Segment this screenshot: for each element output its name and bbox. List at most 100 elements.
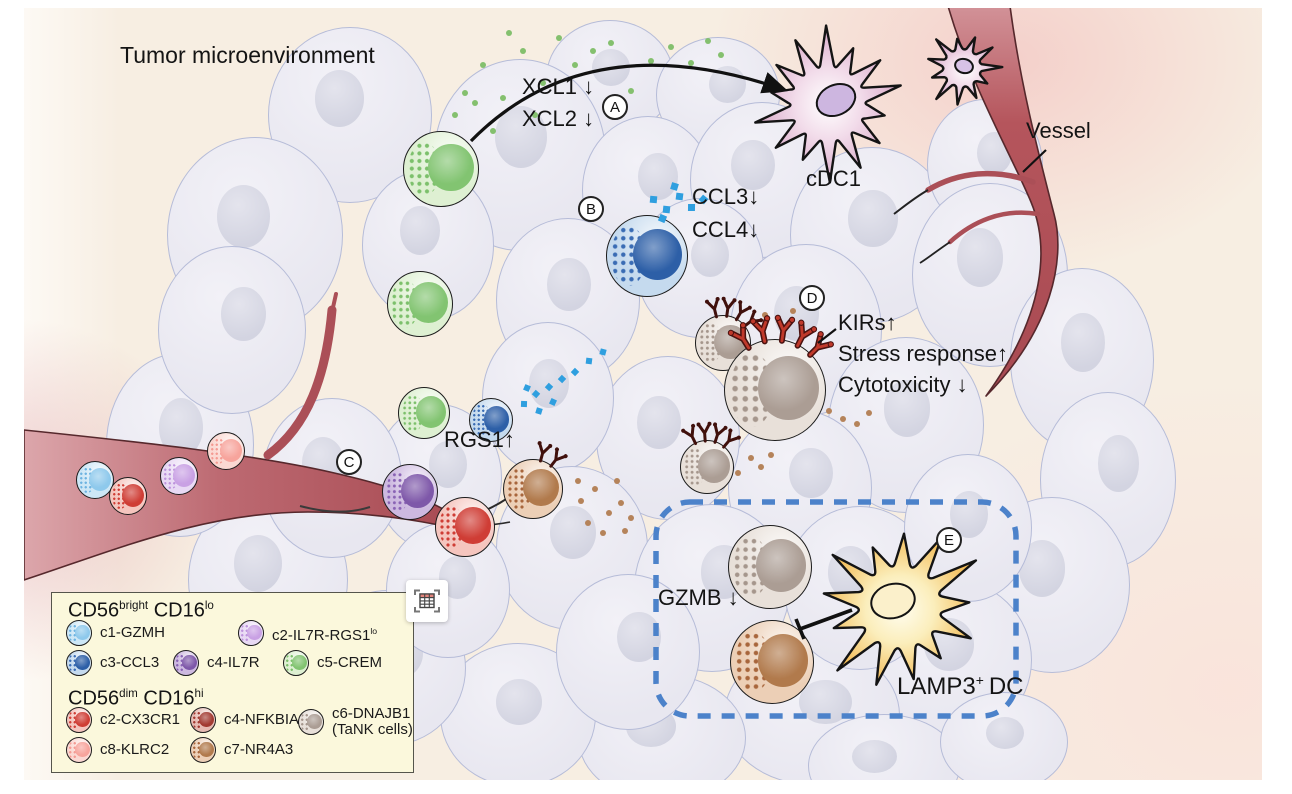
legend-item-label: c1-GZMH — [100, 624, 165, 641]
tumor-cell-nucleus — [851, 739, 898, 774]
tumor-cell-nucleus — [789, 448, 833, 499]
tumor-cell-nucleus — [883, 380, 931, 437]
capillary-line — [299, 505, 371, 513]
cdc1-cell-nucleus — [815, 82, 857, 118]
xcl-chemokine-dots — [705, 38, 711, 44]
granule-release-dots-tank — [826, 408, 832, 414]
nucleus — [74, 741, 90, 758]
nucleus — [74, 624, 90, 641]
nucleus — [455, 507, 491, 545]
nk-cell-c4-il7r — [382, 464, 438, 520]
inhibition-t-bar-cap — [794, 618, 806, 640]
legend-item-label: c6-DNAJB1(TaNK cells) — [332, 705, 413, 738]
nucleus — [88, 467, 111, 491]
text-labels: Tumor microenvironment XCL1 ↓ XCL2 ↓ cDC… — [24, 8, 1262, 780]
tumor-cell-nucleus — [495, 678, 543, 725]
step-marker-a: A — [602, 94, 628, 120]
tumor-cell-nucleus — [690, 232, 730, 278]
legend-item-label: c4-IL7R — [207, 654, 260, 671]
nucleus — [198, 741, 214, 758]
step-marker-c: C — [336, 449, 362, 475]
nucleus — [198, 711, 214, 728]
xcl-chemokine-dots — [480, 62, 486, 68]
kir-receptor-icon — [735, 300, 752, 322]
label-ccl3: CCL3↓ — [692, 184, 760, 209]
label-kirs: KIRs↑ — [838, 310, 897, 335]
granule-release-dots-c7 — [585, 520, 591, 526]
granule-release-dots-c7 — [575, 478, 581, 484]
tumor-cell-nucleus — [985, 717, 1025, 749]
nucleus — [758, 634, 809, 687]
tumor-cell — [940, 692, 1068, 780]
nk-cell-c5-crem — [387, 271, 453, 337]
nk-cell-c6-dnajb1 — [728, 525, 812, 609]
nucleus — [291, 654, 307, 671]
nucleus — [415, 396, 446, 428]
nk-cell-c1-gzmh — [76, 461, 114, 499]
granules — [285, 654, 296, 672]
legend-item-label: c7-NR4A3 — [224, 741, 294, 758]
label-lamp3-dc: LAMP3+DC — [897, 672, 1024, 701]
nucleus — [400, 473, 434, 509]
tumor-cell-nucleus — [848, 190, 898, 247]
kir-receptor-icon — [549, 447, 568, 468]
granules — [68, 624, 79, 642]
nk-cell-c2-cx3cr1 — [109, 477, 147, 515]
xcl-chemokine-dots — [540, 80, 546, 86]
granule-release-dots-tank — [790, 308, 796, 314]
xcl-chemokine-dots — [572, 62, 578, 68]
step-marker-d: D — [799, 285, 825, 311]
xcl-chemokine-dots — [648, 58, 654, 64]
figure-title: Tumor microenvironment — [120, 42, 375, 68]
tumor-cell-nucleus — [399, 206, 440, 256]
kir-receptor-icon — [722, 428, 741, 449]
table-selection-tool-icon[interactable] — [406, 580, 448, 622]
kir-receptor-icon — [749, 315, 771, 345]
tumor-cell-nucleus — [221, 287, 266, 342]
legend-item: c4-NFKBIA — [190, 707, 299, 733]
tumor-cell-nucleus — [550, 506, 596, 559]
legend-item: c6-DNAJB1(TaNK cells) — [298, 706, 413, 738]
xcl-chemokine-dots — [688, 60, 694, 66]
granules — [300, 713, 311, 731]
nucleus — [409, 282, 449, 324]
tumor-cell-nucleus — [217, 185, 271, 248]
label-ccl4: CCL4↓ — [692, 217, 760, 242]
kir-receptor-icon — [727, 322, 752, 351]
xcl-chemokine-dots — [506, 30, 512, 36]
annotation-layer — [469, 24, 1047, 719]
blood-vessel-right-branch — [925, 170, 1036, 193]
xcl-chemokine-dots — [628, 88, 634, 94]
kir-receptor-icon — [681, 423, 698, 446]
tumor-microenvironment-scene: Tumor microenvironment XCL1 ↓ XCL2 ↓ cDC… — [24, 8, 1262, 780]
legend-item: c8-KLRC2 — [66, 737, 169, 763]
tumor-cell-nucleus — [1061, 313, 1105, 373]
capillary-line — [919, 241, 951, 264]
legend-item: c5-CREM — [283, 650, 382, 676]
nk-cell-c2-il7r-rgs1lo — [160, 457, 198, 495]
blood-vessel-left-branch-up — [263, 305, 337, 460]
nk-cell-c2-cx3cr1 — [435, 497, 495, 557]
nucleus — [172, 463, 195, 487]
xcl-chemokine-dots — [668, 44, 674, 50]
label-stress-response: Stress response↑ — [838, 341, 1008, 366]
granule-release-dots-c7 — [622, 528, 628, 534]
tumor-cell-nucleus — [495, 106, 547, 168]
step-marker-b: B — [578, 196, 604, 222]
legend-group-header: CD56bright CD16lo — [68, 599, 214, 622]
tumor-cell-nucleus — [233, 535, 282, 592]
cdc1-cell-small-nucleus — [954, 57, 974, 75]
lamp3-dc-cell-nucleus — [870, 582, 916, 620]
granule-release-dots-c7 — [628, 515, 634, 521]
nucleus — [633, 228, 683, 280]
tumor-cell-nucleus — [314, 70, 365, 127]
xcl-chemokine-dots — [532, 112, 538, 118]
label-vessel: Vessel — [1026, 118, 1091, 143]
kir-receptor-icon — [721, 296, 737, 318]
nk-cell-c3-ccl3 — [469, 398, 513, 442]
granule-release-dots-c7 — [578, 498, 584, 504]
xcl-chemokine-dots — [462, 90, 468, 96]
label-rgs1: RGS1↑ — [444, 427, 515, 452]
